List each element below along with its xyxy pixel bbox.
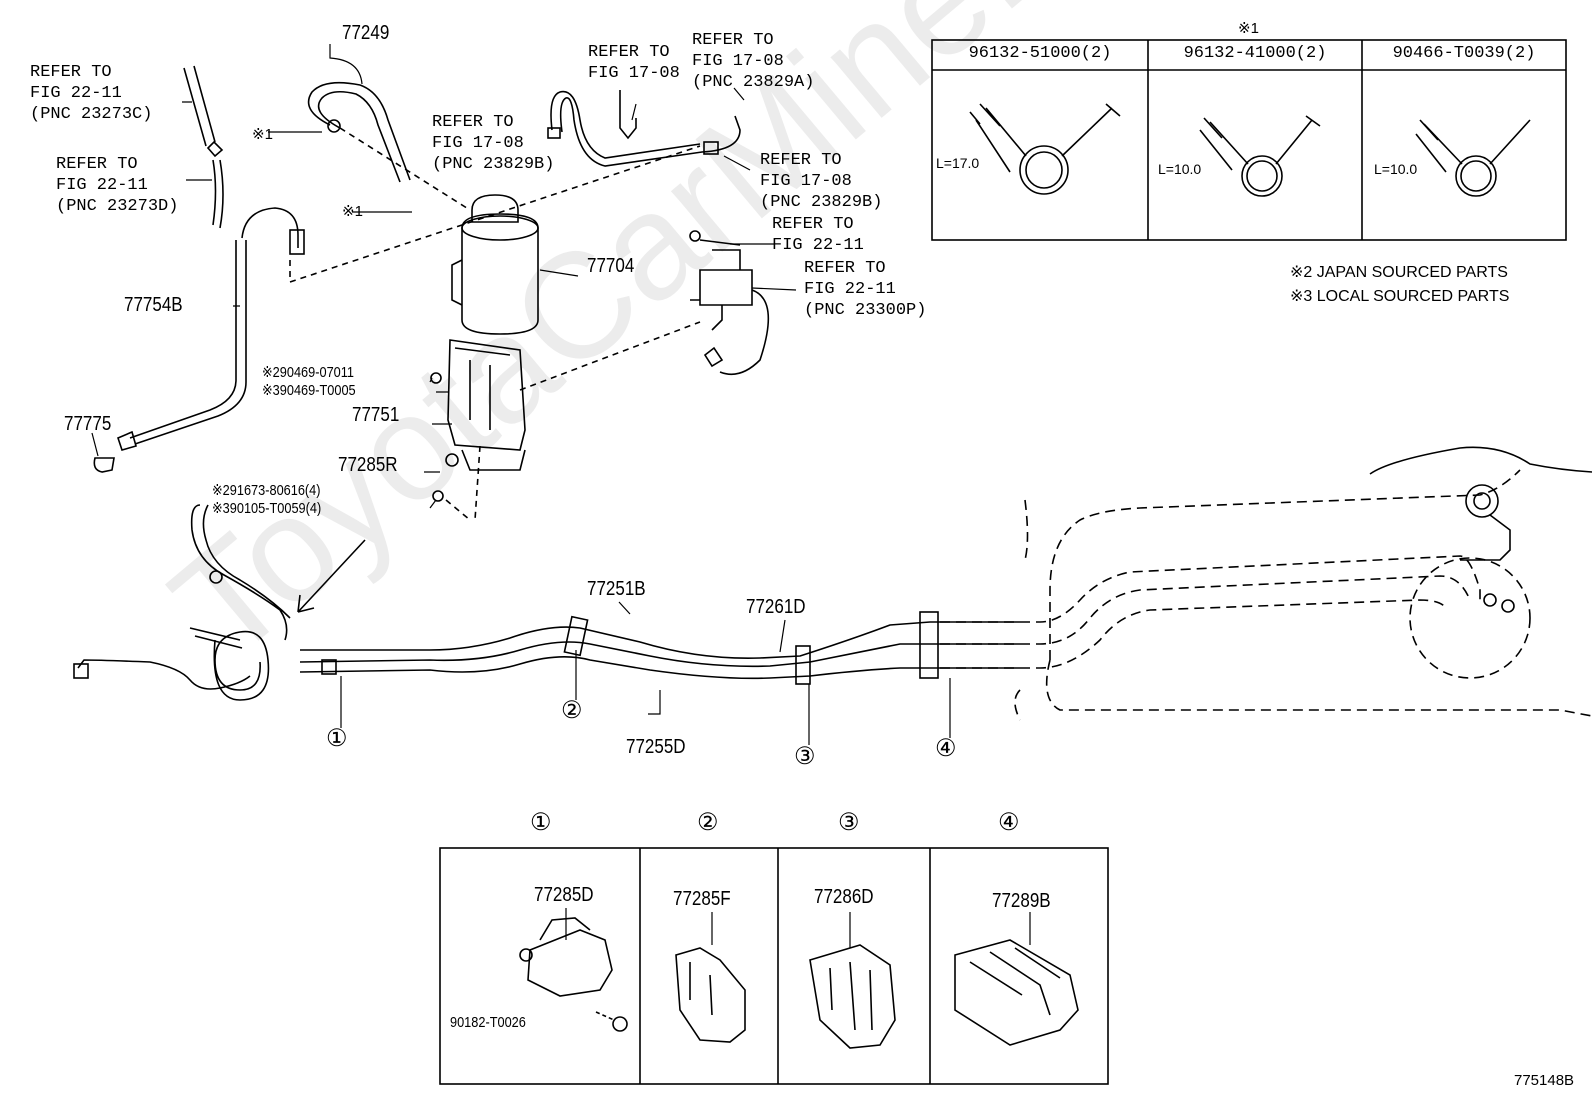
part-77261D: 77261D [746, 596, 806, 618]
part-77751: 77751 [352, 404, 400, 426]
part-90105-T0059: ※390105-T0059(4) [212, 500, 322, 517]
hose-77754B [129, 207, 299, 445]
clamp-3 [795, 645, 811, 685]
hose-lower-left [190, 504, 291, 641]
pointer-arrow [297, 539, 366, 613]
note-local-sourced: ※3 LOCAL SOURCED PARTS [1290, 288, 1510, 305]
part-77249: 77249 [342, 22, 390, 44]
hose-77249 [307, 81, 411, 183]
callout-2[interactable]: ② [561, 697, 583, 724]
part-77285R: 77285R [338, 454, 398, 476]
clamp-number-1: ① [530, 809, 552, 836]
pipe-77251B [300, 621, 1020, 659]
refer-23829a[interactable]: REFER TO FIG 17-08 (PNC 23829A) [692, 31, 815, 92]
clip-header-1: 96132-51000(2) [968, 44, 1112, 63]
pipe-77255D [299, 656, 1020, 680]
hose-end-77754B [289, 229, 305, 255]
callout-1[interactable]: ① [326, 725, 348, 752]
clamp-1 [321, 659, 337, 675]
clip-dim-3: L=10.0 [1374, 161, 1418, 177]
clamp-part-77286D: 77286D [814, 886, 874, 908]
clip-table-title: ※1 [1238, 20, 1259, 37]
clip-dim-1: L=17.0 [936, 155, 980, 171]
refer-23273c[interactable]: REFER TO FIG 22-11 (PNC 23273C) [30, 63, 153, 124]
refer-23300p[interactable]: REFER TO FIG 22-11 (PNC 23300P) [804, 259, 927, 320]
clamp-part-77285F: 77285F [673, 888, 731, 910]
part-77775: 77775 [64, 413, 112, 435]
refer-23273d[interactable]: REFER TO FIG 22-11 (PNC 23273D) [56, 155, 179, 216]
clip-77249 [327, 119, 341, 133]
clip-table [931, 39, 1567, 241]
part-77754B: 77754B [124, 294, 183, 316]
clip-dim-2: L=10.0 [1158, 161, 1202, 177]
pipe-77261D [299, 641, 1020, 668]
clamp-77286D [809, 944, 896, 1049]
refer-23829b-left[interactable]: REFER TO FIG 17-08 (PNC 23829B) [432, 113, 555, 174]
filter-23300P [690, 249, 753, 331]
part-90469-T0005: ※390469-T0005 [262, 382, 356, 399]
part-77255D: 77255D [626, 736, 686, 758]
clamp-number-4: ④ [998, 809, 1020, 836]
pipe-end-left [77, 659, 251, 690]
clamp-bolt-90182: 90182-T0026 [450, 1014, 526, 1031]
clip-header-2: 96132-41000(2) [1183, 44, 1327, 63]
clamp-2 [563, 615, 589, 657]
clip-17-08 [619, 90, 637, 140]
clamp-table [439, 847, 1109, 1085]
refer-17-08[interactable]: REFER TO FIG 17-08 [588, 43, 680, 83]
clamp-77285F [675, 947, 746, 1043]
fitting-77775 [93, 430, 137, 473]
clip-mark-1a: ※1 [252, 126, 273, 143]
part-77251B: 77251B [587, 578, 646, 600]
refer-22-11[interactable]: REFER TO FIG 22-11 [772, 215, 864, 255]
refer-23829b-right[interactable]: REFER TO FIG 17-08 (PNC 23829B) [760, 151, 883, 212]
part-91673-80616: ※291673-80616(4) [212, 482, 321, 499]
tank-outline [1369, 446, 1592, 475]
note-japan-sourced: ※2 JAPAN SOURCED PARTS [1290, 264, 1508, 281]
clamp-part-77289B: 77289B [992, 890, 1051, 912]
callout-3[interactable]: ③ [794, 743, 816, 770]
clamp-77289B [954, 939, 1079, 1046]
clamp-number-2: ② [697, 809, 719, 836]
figure-id: 775148B [1514, 1072, 1575, 1089]
hose-23273d [212, 159, 224, 229]
canister-77704 [461, 213, 539, 335]
hose-23829 [550, 90, 741, 167]
bracket-77751 [447, 339, 526, 471]
clamp-part-77285D: 77285D [534, 884, 594, 906]
clip-mark-1b: ※1 [342, 203, 363, 220]
clamp-4 [919, 611, 939, 679]
hose-23273c [183, 65, 216, 147]
pipe-coil [213, 630, 270, 701]
clamp-number-3: ③ [838, 809, 860, 836]
part-90469-07011: ※290469-07011 [262, 364, 354, 381]
part-77704: 77704 [587, 255, 635, 277]
clamp-77285D [527, 917, 613, 997]
callout-4[interactable]: ④ [935, 735, 957, 762]
connector-23273d [206, 140, 224, 158]
clip-header-3: 90466-T0039(2) [1392, 44, 1536, 63]
